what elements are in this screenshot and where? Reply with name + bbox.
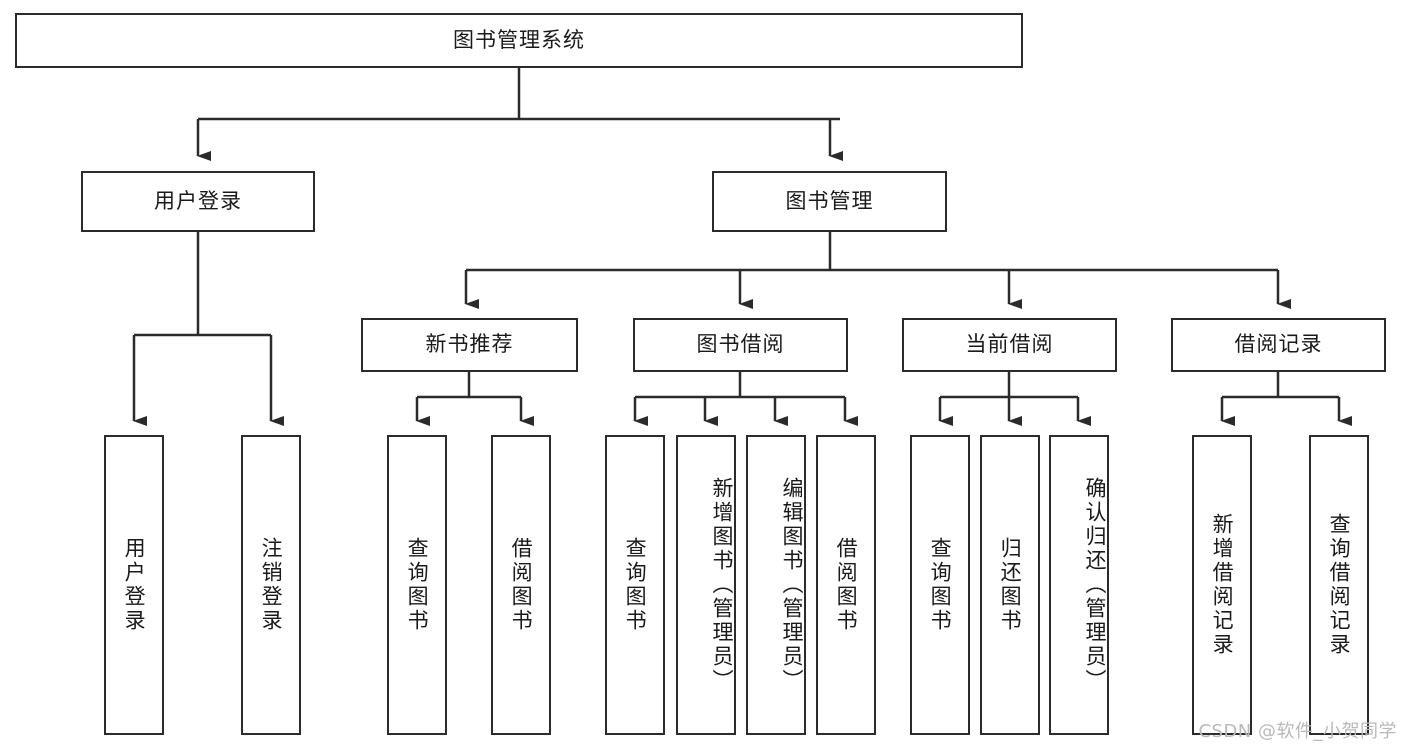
leaf-edit-book-admin[interactable]: 编辑图书（管理员） [746, 435, 806, 735]
node-book-borrow[interactable]: 图书借阅 [633, 318, 848, 372]
leaf-borrow-book-recommend[interactable]: 借阅图书 [491, 435, 551, 735]
node-label: 图书借阅 [696, 332, 785, 357]
leaf-query-book-current[interactable]: 查询图书 [910, 435, 970, 735]
node-user-login[interactable]: 用户登录 [81, 171, 315, 232]
node-label: 新书推荐 [425, 332, 514, 357]
node-label: 借阅图书 [834, 537, 859, 633]
node-label: 图书管理 [785, 188, 874, 213]
node-label: 借阅记录 [1234, 332, 1323, 357]
node-label: 查询借阅记录 [1327, 513, 1352, 657]
node-label: 新增图书（管理员） [710, 477, 734, 693]
leaf-logout[interactable]: 注销登录 [241, 435, 301, 735]
node-label: 用户登录 [154, 188, 242, 213]
node-label: 借阅图书 [509, 537, 534, 633]
node-label: 查询图书 [405, 537, 430, 633]
node-label: 图书管理系统 [453, 27, 585, 52]
node-current-borrow[interactable]: 当前借阅 [902, 318, 1117, 372]
leaf-add-book-admin[interactable]: 新增图书（管理员） [676, 435, 736, 735]
node-new-book-recommend[interactable]: 新书推荐 [361, 318, 578, 372]
node-label: 归还图书 [998, 537, 1023, 633]
node-label: 注销登录 [259, 537, 284, 633]
node-label: 用户登录 [122, 537, 147, 633]
leaf-return-book[interactable]: 归还图书 [980, 435, 1040, 735]
leaf-query-book-borrow[interactable]: 查询图书 [605, 435, 665, 735]
leaf-user-login[interactable]: 用户登录 [104, 435, 164, 735]
leaf-query-book-recommend[interactable]: 查询图书 [387, 435, 447, 735]
leaf-query-borrow-record[interactable]: 查询借阅记录 [1309, 435, 1369, 735]
node-label: 编辑图书（管理员） [780, 477, 804, 693]
node-label: 新增借阅记录 [1210, 513, 1235, 657]
leaf-add-borrow-record[interactable]: 新增借阅记录 [1192, 435, 1252, 735]
leaf-borrow-book[interactable]: 借阅图书 [816, 435, 876, 735]
node-label: 确认归还（管理员） [1083, 477, 1107, 693]
node-borrow-record[interactable]: 借阅记录 [1171, 318, 1386, 372]
node-label: 查询图书 [623, 537, 648, 633]
node-label: 查询图书 [928, 537, 953, 633]
node-root-book-management-system[interactable]: 图书管理系统 [15, 13, 1023, 68]
node-book-management[interactable]: 图书管理 [712, 171, 947, 232]
leaf-confirm-return-admin[interactable]: 确认归还（管理员） [1049, 435, 1109, 735]
csdn-watermark: CSDN @软件_小贺同学 [1198, 721, 1397, 742]
node-label: 当前借阅 [965, 332, 1054, 357]
